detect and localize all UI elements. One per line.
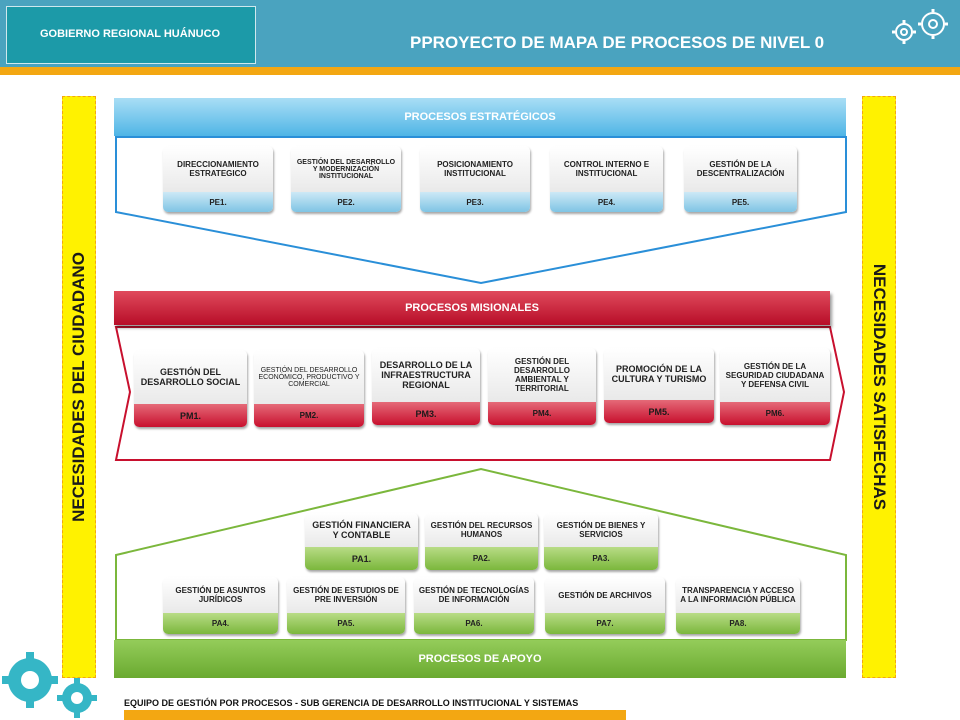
process-box-pe4[interactable]: CONTROL INTERNO E INSTITUCIONAL PE4.: [550, 146, 663, 212]
process-box-pm4[interactable]: GESTIÓN DEL DESARROLLO AMBIENTAL Y TERRI…: [488, 348, 596, 425]
process-code: PA5.: [287, 613, 405, 634]
satisfied-needs-column: NECESIDADES SATISFECHAS: [862, 96, 896, 678]
process-code: PM6.: [720, 402, 830, 425]
process-name: PROMOCIÓN DE LA CULTURA Y TURISMO: [604, 348, 714, 400]
page-title: PPROYECTO DE MAPA DE PROCESOS DE NIVEL 0: [410, 33, 825, 52]
process-code: PM3.: [372, 402, 480, 425]
strategic-processes-header: PROCESOS ESTRATÉGICOS: [114, 98, 846, 136]
process-code: PA8.: [676, 613, 800, 634]
process-name: GESTIÓN DEL RECURSOS HUMANOS: [425, 513, 538, 547]
process-box-pa1[interactable]: GESTIÓN FINANCIERA Y CONTABLE PA1.: [305, 513, 418, 570]
process-code: PA6.: [414, 613, 534, 634]
process-name: GESTIÓN DEL DESARROLLO SOCIAL: [134, 350, 247, 404]
process-box-pa5[interactable]: GESTIÓN DE ESTUDIOS DE PRE INVERSIÓN PA5…: [287, 577, 405, 634]
process-name: GESTIÓN DEL DESARROLLO AMBIENTAL Y TERRI…: [488, 348, 596, 402]
organization-box: [6, 6, 256, 64]
process-box-pa3[interactable]: GESTIÓN DE BIENES Y SERVICIOS PA3.: [544, 513, 658, 570]
footer-credits: EQUIPO DE GESTIÓN POR PROCESOS - SUB GER…: [124, 698, 579, 708]
process-name: DESARROLLO DE LA INFRAESTRUCTURA REGIONA…: [372, 348, 480, 402]
process-name: GESTIÓN DEL DESARROLLO ECONÓMICO, PRODUC…: [254, 350, 364, 404]
process-code: PE3.: [420, 192, 530, 212]
process-box-pe1[interactable]: DIRECCIONAMIENTO ESTRATEGICO PE1.: [163, 146, 273, 212]
process-name: POSICIONAMIENTO INSTITUCIONAL: [420, 146, 530, 192]
process-code: PE5.: [684, 192, 797, 212]
process-code: PM4.: [488, 402, 596, 425]
process-name: GESTIÓN FINANCIERA Y CONTABLE: [305, 513, 418, 547]
process-box-pm1[interactable]: GESTIÓN DEL DESARROLLO SOCIAL PM1.: [134, 350, 247, 427]
process-code: PE1.: [163, 192, 273, 212]
process-name: GESTIÓN DE LA SEGURIDAD CIUDADANA Y DEFE…: [720, 348, 830, 402]
process-box-pa6[interactable]: GESTIÓN DE TECNOLOGÍAS DE INFORMACIÓN PA…: [414, 577, 534, 634]
process-name: GESTIÓN DEL DESARROLLO Y MODERNIZACIÓN I…: [291, 146, 401, 192]
process-box-pe3[interactable]: POSICIONAMIENTO INSTITUCIONAL PE3.: [420, 146, 530, 212]
strategic-processes-title: PROCESOS ESTRATÉGICOS: [404, 111, 556, 123]
process-box-pm2[interactable]: GESTIÓN DEL DESARROLLO ECONÓMICO, PRODUC…: [254, 350, 364, 427]
process-name: GESTIÓN DE TECNOLOGÍAS DE INFORMACIÓN: [414, 577, 534, 613]
citizen-needs-column: NECESIDADES DEL CIUDADANO: [62, 96, 96, 678]
process-box-pm5[interactable]: PROMOCIÓN DE LA CULTURA Y TURISMO PM5.: [604, 348, 714, 423]
process-name: GESTIÓN DE BIENES Y SERVICIOS: [544, 513, 658, 547]
process-box-pe2[interactable]: GESTIÓN DEL DESARROLLO Y MODERNIZACIÓN I…: [291, 146, 401, 212]
process-code: PM2.: [254, 404, 364, 427]
process-code: PA7.: [545, 613, 665, 634]
process-box-pe5[interactable]: GESTIÓN DE LA DESCENTRALIZACIÓN PE5.: [684, 146, 797, 212]
header-accent-stripe: [0, 67, 960, 75]
process-box-pa4[interactable]: GESTIÓN DE ASUNTOS JURÍDICOS PA4.: [163, 577, 278, 634]
process-code: PM1.: [134, 404, 247, 427]
process-code: PM5.: [604, 400, 714, 423]
process-code: PE2.: [291, 192, 401, 212]
process-box-pm3[interactable]: DESARROLLO DE LA INFRAESTRUCTURA REGIONA…: [372, 348, 480, 425]
support-processes-header: PROCESOS DE APOYO: [114, 640, 846, 678]
process-box-pa2[interactable]: GESTIÓN DEL RECURSOS HUMANOS PA2.: [425, 513, 538, 570]
missional-processes-title: PROCESOS MISIONALES: [405, 302, 539, 314]
organization-name: GOBIERNO REGIONAL HUÁNUCO: [40, 28, 221, 40]
process-code: PA3.: [544, 547, 658, 570]
process-code: PA1.: [305, 547, 418, 570]
process-box-pa8[interactable]: TRANSPARENCIA Y ACCESO A LA INFORMACIÓN …: [676, 577, 800, 634]
process-name: GESTIÓN DE ARCHIVOS: [545, 577, 665, 613]
support-processes-title: PROCESOS DE APOYO: [418, 653, 542, 665]
missional-processes-header: PROCESOS MISIONALES: [114, 291, 830, 325]
process-name: GESTIÓN DE ASUNTOS JURÍDICOS: [163, 577, 278, 613]
process-name: DIRECCIONAMIENTO ESTRATEGICO: [163, 146, 273, 192]
gears-decoration-icon: [2, 652, 97, 718]
footer-accent-stripe: [124, 710, 626, 720]
process-name: CONTROL INTERNO E INSTITUCIONAL: [550, 146, 663, 192]
process-box-pa7[interactable]: GESTIÓN DE ARCHIVOS PA7.: [545, 577, 665, 634]
process-code: PE4.: [550, 192, 663, 212]
process-name: TRANSPARENCIA Y ACCESO A LA INFORMACIÓN …: [676, 577, 800, 613]
process-name: GESTIÓN DE LA DESCENTRALIZACIÓN: [684, 146, 797, 192]
process-code: PA2.: [425, 547, 538, 570]
process-name: GESTIÓN DE ESTUDIOS DE PRE INVERSIÓN: [287, 577, 405, 613]
process-box-pm6[interactable]: GESTIÓN DE LA SEGURIDAD CIUDADANA Y DEFE…: [720, 348, 830, 425]
gears-icon: [892, 9, 948, 44]
process-code: PA4.: [163, 613, 278, 634]
